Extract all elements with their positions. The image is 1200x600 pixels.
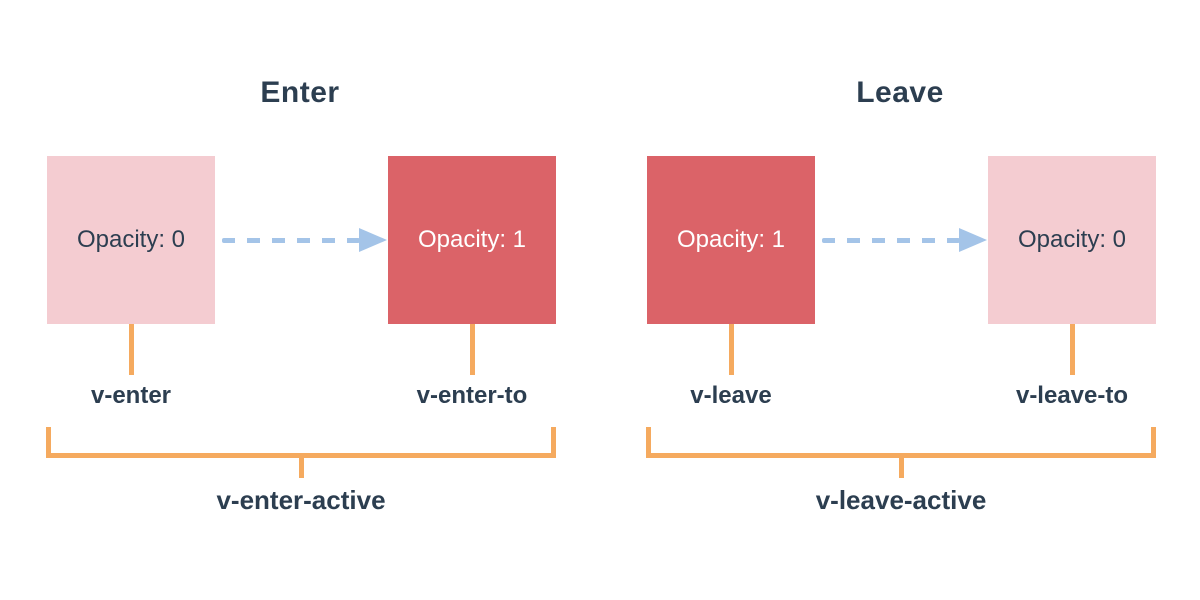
enter-start-class-label: v-enter xyxy=(90,382,172,409)
leave-end-connector-line xyxy=(1070,324,1075,375)
enter-end-class-label: v-enter-to xyxy=(416,382,528,409)
leave-end-state-box: Opacity: 0 xyxy=(988,156,1156,324)
leave-end-box-label: Opacity: 0 xyxy=(1017,226,1127,253)
enter-start-box-label: Opacity: 0 xyxy=(76,226,186,253)
panel-title-enter: Enter xyxy=(260,76,340,109)
enter-start-connector-line xyxy=(129,324,134,375)
leave-start-state-box: Opacity: 1 xyxy=(647,156,815,324)
leave-start-connector-line xyxy=(729,324,734,375)
leave-start-class-label: v-leave xyxy=(690,382,772,409)
enter-arrow-head-icon xyxy=(359,228,387,252)
enter-end-connector-line xyxy=(470,324,475,375)
enter-end-box-label: Opacity: 1 xyxy=(417,226,527,253)
leave-start-box-label: Opacity: 1 xyxy=(676,226,786,253)
enter-active-bracket-stub xyxy=(299,456,304,478)
enter-start-state-box: Opacity: 0 xyxy=(47,156,215,324)
enter-active-bracket xyxy=(46,427,556,458)
leave-arrow-dashes xyxy=(822,238,960,243)
leave-active-bracket-stub xyxy=(899,456,904,478)
leave-arrow-head-icon xyxy=(959,228,987,252)
leave-end-class-label: v-leave-to xyxy=(1015,382,1129,409)
panel-title-leave: Leave xyxy=(856,76,944,109)
leave-active-bracket xyxy=(646,427,1156,458)
enter-active-class-label: v-enter-active xyxy=(216,485,386,515)
enter-panel: Enter Opacity: 0 Opacity: 1 v-enter v-en… xyxy=(46,76,556,515)
leave-panel: Leave Opacity: 1 Opacity: 0 v-leave v-le… xyxy=(600,0,1200,600)
leave-active-class-label: v-leave-active xyxy=(815,485,987,515)
enter-arrow-dashes xyxy=(222,238,360,243)
enter-end-state-box: Opacity: 1 xyxy=(388,156,556,324)
